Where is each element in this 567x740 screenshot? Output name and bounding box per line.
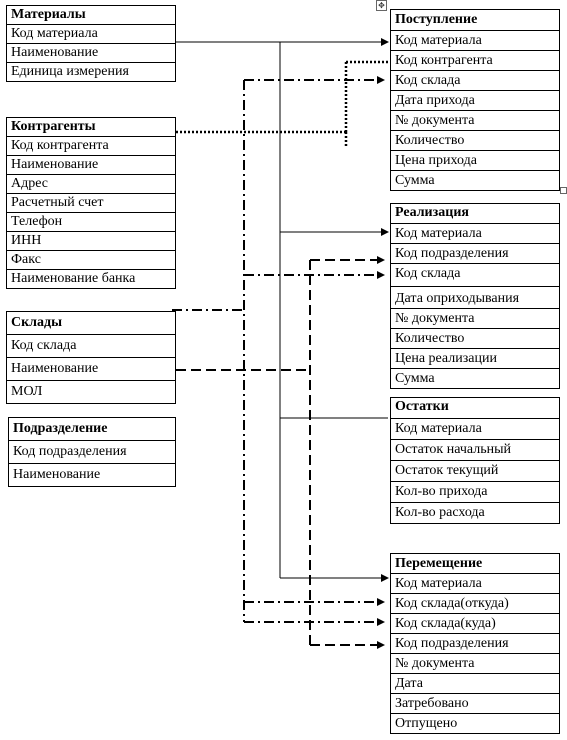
field: Наименование банка [6,269,176,289]
field: Код материала [6,24,176,44]
field: Кол-во расхода [390,502,560,524]
field: Отпущено [390,713,560,734]
field: МОЛ [6,380,176,404]
table-receipts: Поступление Код материала Код контрагент… [390,9,560,191]
field: Цена прихода [390,150,560,171]
field: Затребовано [390,693,560,714]
field: Остаток начальный [390,439,560,461]
field: № документа [390,653,560,674]
field: Количество [390,130,560,151]
table-materials: Материалы Код материала Наименование Еди… [6,5,176,82]
field: Сумма [390,170,560,191]
field: Остаток текущий [390,460,560,482]
field: Наименование [6,357,176,381]
field: ИНН [6,231,176,251]
field: Код подразделения [390,243,560,264]
warehouse-code-links [172,76,385,626]
table-departments: Подразделение Код подразделения Наименов… [8,417,176,487]
field: Сумма [390,368,560,389]
resize-handle[interactable] [560,187,567,194]
table-title: Остатки [390,397,560,419]
table-title: Реализация [390,203,560,224]
table-sales: Реализация Код материала Код подразделен… [390,203,560,389]
field: Код материала [390,573,560,594]
field: Наименование [8,463,176,487]
table-counterparties: Контрагенты Код контрагента Наименование… [6,117,176,289]
field: Количество [390,328,560,349]
field: Код склада [6,334,176,358]
table-title: Контрагенты [6,117,176,137]
field: Наименование [6,155,176,175]
field: Единица измерения [6,62,176,82]
field: Код подразделения [8,440,176,464]
field: Код контрагента [390,50,560,71]
field: № документа [390,110,560,131]
table-title: Материалы [6,5,176,25]
field: Код материала [390,30,560,51]
field: Факс [6,250,176,270]
field: Наименование [6,43,176,63]
field: Адрес [6,174,176,194]
field: Код подразделения [390,633,560,654]
field: Дата [390,673,560,694]
field: Расчетный счет [6,193,176,213]
field: Кол-во прихода [390,481,560,503]
table-title: Склады [6,311,176,335]
field: Код контрагента [6,136,176,156]
table-title: Подразделение [8,417,176,441]
field: Цена реализации [390,348,560,369]
table-title: Перемещение [390,553,560,574]
field: Код материала [390,418,560,440]
table-balances: Остатки Код материала Остаток начальный … [390,397,560,524]
table-transfers: Перемещение Код материала Код склада(отк… [390,553,560,734]
field: Код материала [390,223,560,244]
counterparty-code-links [176,60,388,148]
table-title: Поступление [390,9,560,31]
field: Код склада [390,70,560,91]
field: Код склада [390,263,560,287]
field: Дата оприходывания [390,286,560,309]
field: Код склада(куда) [390,613,560,634]
field: Телефон [6,212,176,232]
department-code-links [176,256,385,649]
move-cross-icon[interactable]: ✥ [376,0,387,11]
field: Код склада(откуда) [390,593,560,614]
field: Дата прихода [390,90,560,111]
table-warehouses: Склады Код склада Наименование МОЛ [6,311,176,404]
field: № документа [390,308,560,329]
